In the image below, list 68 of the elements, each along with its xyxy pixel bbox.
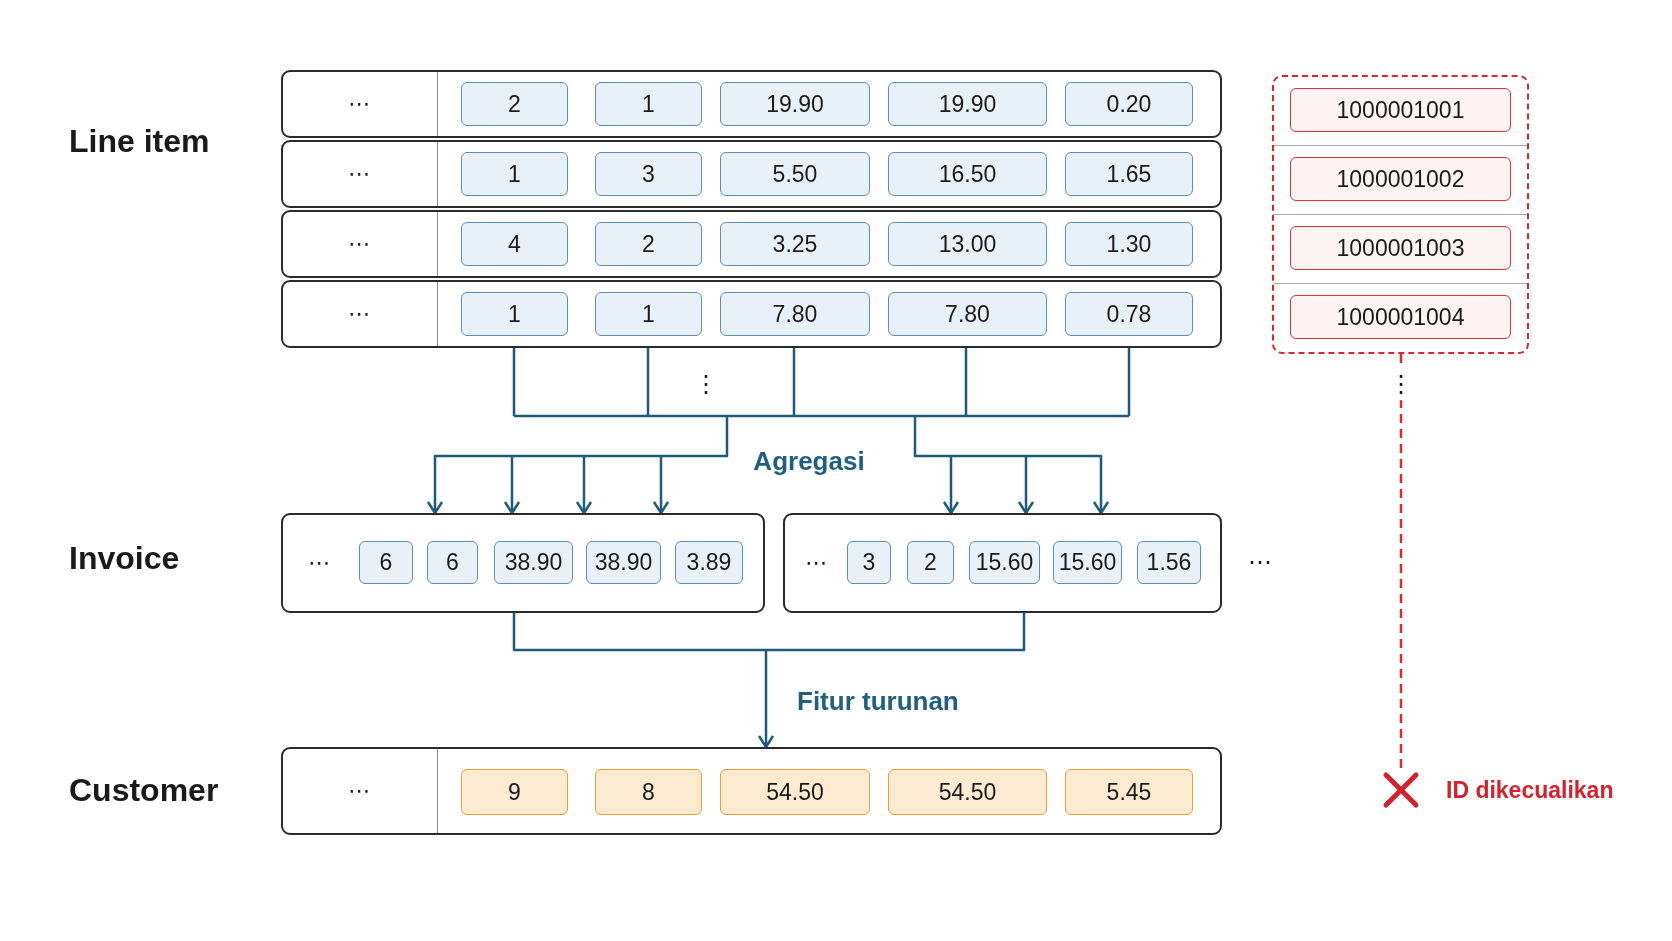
- arrow: [426, 416, 729, 515]
- value-cell: 3.25: [720, 222, 870, 266]
- ellipsis-text: ⋮: [694, 370, 718, 398]
- connector-line: [512, 613, 766, 652]
- ellipsis-text: ⋯: [308, 550, 330, 576]
- ellipsis-text: ⋯: [348, 161, 370, 187]
- ellipsis-text: ⋯: [348, 301, 370, 327]
- value-cell: 15.60: [969, 541, 1040, 584]
- value-cell: 1: [461, 292, 568, 336]
- value-cell: 54.50: [720, 769, 870, 815]
- value-cell: 9: [461, 769, 568, 815]
- value-cell: 2: [907, 541, 954, 584]
- ellipsis-text: ⋯: [348, 231, 370, 257]
- record-row: [281, 70, 1222, 138]
- level-heading: Invoice: [69, 539, 180, 577]
- value-cell: 5.45: [1065, 769, 1193, 815]
- value-cell: 5.50: [720, 152, 870, 196]
- value-cell: 15.60: [1053, 541, 1122, 584]
- value-cell: 2: [461, 82, 568, 126]
- value-cell: 16.50: [888, 152, 1047, 196]
- ellipsis-text: ⋯: [348, 91, 370, 117]
- dashed-connector: [1399, 354, 1403, 770]
- id-cell: 1000001002: [1290, 157, 1511, 201]
- ellipsis-text: ⋯: [805, 550, 827, 576]
- level-heading: Line item: [69, 122, 210, 160]
- id-cell: 1000001001: [1290, 88, 1511, 132]
- connector-line: [766, 613, 1026, 652]
- value-cell: 0.78: [1065, 292, 1193, 336]
- value-cell: 2: [595, 222, 702, 266]
- value-cell: 1: [595, 292, 702, 336]
- ellipsis-text: ⋯: [1248, 548, 1272, 576]
- value-cell: 3: [595, 152, 702, 196]
- value-cell: 7.80: [888, 292, 1047, 336]
- value-cell: 1.65: [1065, 152, 1193, 196]
- value-cell: 6: [427, 541, 478, 584]
- arrow: [757, 648, 775, 749]
- record-row: [281, 140, 1222, 208]
- value-cell: 38.90: [494, 541, 573, 584]
- ellipsis-text: ⋯: [348, 778, 370, 804]
- value-cell: 1: [595, 82, 702, 126]
- value-cell: 8: [595, 769, 702, 815]
- value-cell: 1.56: [1137, 541, 1201, 584]
- record-row: [281, 210, 1222, 278]
- record-row: [783, 513, 1222, 613]
- value-cell: 13.00: [888, 222, 1047, 266]
- id-cell: 1000001003: [1290, 226, 1511, 270]
- value-cell: 1: [461, 152, 568, 196]
- value-cell: 19.90: [888, 82, 1047, 126]
- cross-icon: [1381, 770, 1421, 810]
- value-cell: 4: [461, 222, 568, 266]
- value-cell: 7.80: [720, 292, 870, 336]
- record-row: [281, 747, 1222, 835]
- arrow: [913, 416, 1110, 515]
- connector-line: [512, 348, 1131, 418]
- value-cell: 6: [359, 541, 413, 584]
- value-cell: 54.50: [888, 769, 1047, 815]
- value-cell: 19.90: [720, 82, 870, 126]
- value-cell: 38.90: [586, 541, 661, 584]
- id-cell: 1000001004: [1290, 295, 1511, 339]
- exclusion-note: ID dikecualikan: [1446, 776, 1614, 804]
- record-row: [281, 513, 765, 613]
- value-cell: 1.30: [1065, 222, 1193, 266]
- record-row: [281, 280, 1222, 348]
- value-cell: 0.20: [1065, 82, 1193, 126]
- level-heading: Customer: [69, 771, 219, 809]
- value-cell: 3.89: [675, 541, 743, 584]
- id-list-frame: [1272, 75, 1529, 354]
- value-cell: 3: [847, 541, 891, 584]
